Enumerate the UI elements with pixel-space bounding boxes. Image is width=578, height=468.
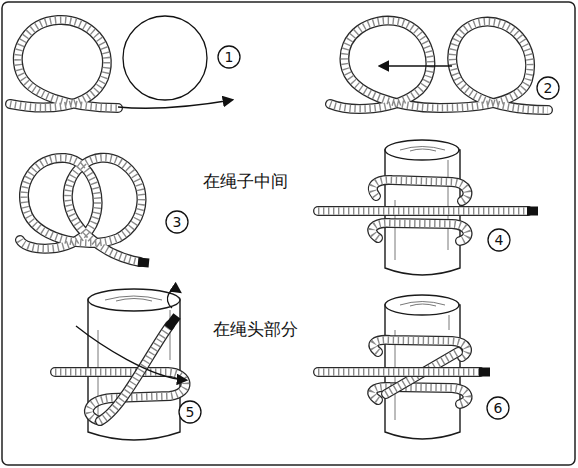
callout-circle [179, 401, 201, 423]
callout-number: 2 [536, 76, 560, 100]
rope-twist [318, 368, 480, 375]
wood-grain [395, 147, 448, 261]
callout-text: 2 [536, 76, 560, 100]
post-top [385, 295, 459, 315]
callout-text: 5 [178, 400, 202, 424]
rope-wrap [318, 340, 480, 404]
rope-end [138, 262, 149, 263]
post-top [385, 140, 459, 160]
rope-edge [100, 325, 170, 421]
callout-circle [218, 46, 240, 68]
rope-edge [372, 223, 467, 241]
callout-circle [488, 229, 510, 251]
rope-body [373, 180, 468, 201]
rope-body [330, 21, 548, 110]
rope-body [20, 158, 142, 262]
rope-body [100, 325, 170, 421]
callout-circle [537, 77, 559, 99]
callout-text: 1 [217, 45, 241, 69]
rope-wrap [55, 325, 186, 421]
rope-edge [20, 158, 142, 262]
rope-twist [100, 325, 170, 421]
motion-arrow [167, 290, 180, 308]
rope-edge [330, 21, 548, 110]
callout-circle [487, 397, 509, 419]
rope-edge [318, 206, 528, 216]
loop-outline [123, 16, 207, 100]
post-top [88, 289, 180, 311]
rope-body [10, 20, 118, 108]
rope-loops [330, 21, 548, 110]
rope-body [318, 368, 480, 375]
rope-twist [372, 223, 467, 241]
callout-text: 6 [486, 396, 510, 420]
caption-label: 在绳头部分 [213, 318, 298, 341]
callout-number: 1 [217, 45, 241, 69]
rope-body [372, 223, 467, 241]
rope-twist [330, 21, 548, 110]
rope-end [527, 207, 538, 216]
rope-loop [10, 20, 118, 108]
callout-text: 4 [487, 228, 511, 252]
rope-edge [10, 20, 118, 108]
caption-label: 在绳子中间 [203, 170, 288, 193]
rope-twist [10, 20, 118, 108]
rope-edge [318, 367, 480, 377]
rope-end [479, 368, 490, 377]
callout-number: 6 [486, 396, 510, 420]
rope-twist [318, 207, 528, 214]
rope-edge [373, 180, 468, 201]
rope-body [318, 207, 528, 214]
callout-number: 3 [165, 210, 189, 234]
rope-twist [20, 158, 142, 262]
callout-text: 3 [165, 210, 189, 234]
callout-number: 5 [178, 400, 202, 424]
motion-arrow [380, 65, 452, 66]
rope-end [168, 316, 177, 328]
rope-twist [373, 180, 468, 201]
callout-circle [166, 211, 188, 233]
motion-arrow [118, 100, 232, 108]
rope-loops [20, 158, 142, 262]
motion-arrow [76, 326, 186, 380]
callout-number: 4 [487, 228, 511, 252]
